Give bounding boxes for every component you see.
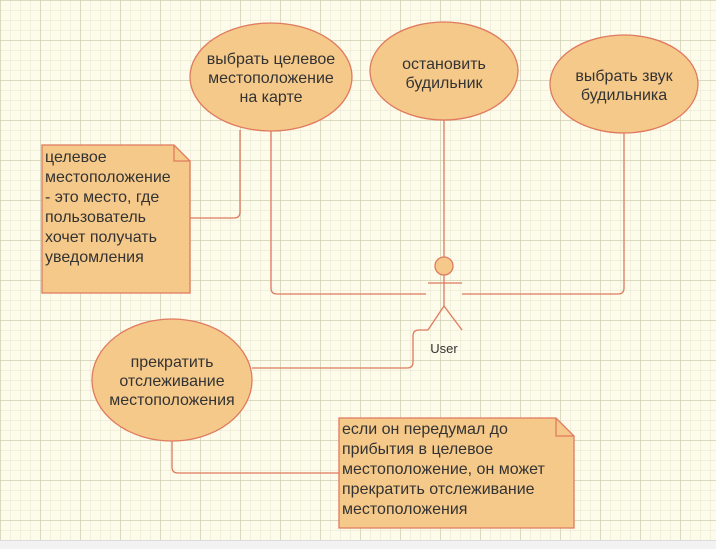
use-case-text-line: на карте — [239, 89, 303, 106]
use-case-text-line: остановить — [402, 56, 486, 73]
use-case-text-line: отслеживание — [119, 373, 225, 390]
note-location-text: целевое местоположение - это место, где … — [45, 148, 171, 268]
note-text-line: прибытия в целевое — [342, 441, 494, 458]
note-text-line: если он передумал до — [342, 421, 508, 438]
use-case-select-location[interactable] — [189, 22, 353, 132]
connector-select-location-actor — [270, 130, 426, 295]
use-case-text-line: местоположение — [208, 70, 334, 87]
use-case-stop-alarm[interactable] — [369, 21, 519, 121]
canvas-bottom-strip — [0, 540, 716, 549]
use-case-text-line: выбрать звук — [575, 68, 673, 85]
note-text-line: пользователь — [45, 209, 146, 226]
use-case-text-line: будильник — [405, 75, 483, 92]
use-case-select-sound[interactable] — [549, 34, 699, 134]
connector-select-sound-actor — [462, 132, 625, 295]
use-case-text-line: выбрать целевое — [206, 51, 336, 68]
use-case-stop-tracking[interactable] — [91, 318, 253, 442]
note-location[interactable] — [41, 144, 191, 294]
use-case-text-line: прекратить — [130, 354, 214, 371]
actor-left-leg — [427, 305, 445, 331]
connector-location-note — [190, 130, 241, 219]
use-case-text-line: местоположения — [109, 392, 235, 409]
actor-right-leg — [443, 305, 463, 331]
use-case-select-sound-label: выбрать звук будильника — [554, 67, 694, 105]
connector-tracking-note — [171, 440, 339, 474]
note-text-line: целевое — [45, 149, 107, 166]
note-text-line: уведомления — [45, 249, 144, 266]
actor-user-figure[interactable] — [427, 256, 463, 331]
note-text-line: местоположения — [342, 501, 468, 518]
note-text-line: местоположение, он может — [342, 461, 545, 478]
use-case-stop-alarm-label: остановить будильник — [374, 55, 514, 93]
use-case-stop-tracking-label: прекратить отслеживание местоположения — [97, 353, 247, 410]
note-tracking-text: если он передумал до прибытия в целевое … — [342, 420, 545, 520]
use-case-text-line: будильника — [580, 87, 668, 104]
note-text-line: прекратить отслеживание — [342, 481, 535, 498]
actor-head — [434, 256, 454, 276]
connector-stop-tracking-actor — [252, 329, 428, 369]
note-text-line: хочет получать — [45, 229, 157, 246]
note-text-line: - это место, где — [45, 189, 160, 206]
actor-user-label: User — [430, 341, 458, 356]
note-text-line: местоположение — [45, 169, 171, 186]
use-case-select-location-label: выбрать целевое местоположение на карте — [191, 50, 351, 107]
note-tracking[interactable] — [338, 417, 575, 529]
